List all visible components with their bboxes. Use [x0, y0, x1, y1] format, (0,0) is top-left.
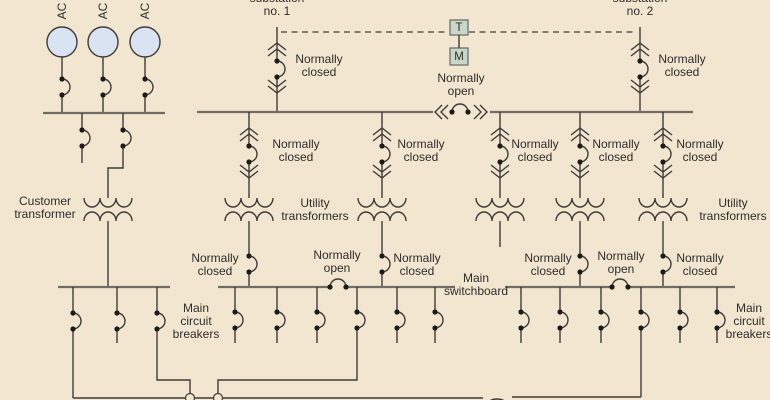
generator-breaker-1 [58, 75, 71, 99]
ac-label-3: AC [138, 2, 152, 20]
normally-closed-label-main-r2: Normally closed [676, 251, 724, 278]
feeder-breaker [597, 308, 610, 332]
substation1-label: substation no. 1 [250, 0, 305, 18]
feeder-breaker [637, 308, 650, 332]
ac-label-1: AC [55, 2, 69, 20]
switchboard-main-breaker-2 [378, 252, 391, 276]
normally-closed-label-feeder-2: Normally closed [397, 137, 445, 164]
feeder-breaker [676, 308, 689, 332]
normally-closed-label-main-l1: Normally closed [191, 251, 239, 278]
utility-transformer-2 [357, 197, 407, 222]
normally-closed-label-feeder-3: Normally closed [511, 137, 559, 164]
generator-breaker-3 [141, 75, 154, 99]
normally-open-label-main-right: Normally open [597, 249, 645, 276]
feeder-breaker [713, 308, 726, 332]
customer-hv-section [43, 111, 165, 287]
customer-lv-section [58, 285, 191, 398]
utility-transformer-4 [555, 197, 605, 222]
feeder-breaker [431, 308, 444, 332]
main-circuit-breakers-label-right: Main circuit breakers [725, 301, 770, 341]
switchboard-main-breaker-3 [576, 252, 589, 276]
bottom-node-1 [184, 392, 196, 400]
ac-generator-2 [87, 26, 119, 58]
utility-supply [267, 19, 650, 112]
normally-closed-label-sub2: Normally closed [658, 52, 706, 79]
bottom-device-arc [489, 398, 505, 400]
feeder-breaker [393, 308, 406, 332]
normally-closed-label-main-l2: Normally closed [393, 251, 441, 278]
t-box-label: T [455, 22, 463, 34]
feeder-breaker [556, 308, 569, 332]
customer-main-breaker-2 [113, 309, 126, 333]
ac-label-2: AC [96, 2, 110, 20]
ac-generator-1 [46, 26, 78, 58]
generator-breaker-2 [99, 75, 112, 99]
switchboard-main-breaker-4 [659, 252, 672, 276]
utility-transformers-label-right: Utility transformers [699, 196, 767, 223]
normally-closed-label-sub1: Normally closed [295, 52, 343, 79]
feeder-breaker [353, 308, 366, 332]
gen-bus-feeder-breaker-2 [119, 126, 132, 150]
customer-main-breaker-1 [69, 309, 82, 333]
customer-transformer-symbol [83, 197, 133, 222]
ac-generators [46, 26, 161, 113]
substation2-label: substation no. 2 [613, 0, 668, 18]
main-switchboard [217, 278, 735, 397]
utility-transformer-3 [475, 197, 525, 222]
main-circuit-breakers-label-left: Main circuit breakers [172, 301, 220, 341]
switchboard-main-breaker-1 [245, 252, 258, 276]
bottom-interconnection [73, 392, 641, 400]
utility-feeders [224, 112, 688, 287]
normally-closed-label-main-r1: Normally closed [524, 251, 572, 278]
normally-closed-label-feeder-4: Normally closed [592, 137, 640, 164]
normally-open-label-utility-tie: Normally open [437, 71, 485, 98]
normally-closed-label-feeder-1: Normally closed [272, 137, 320, 164]
feeder-breaker [273, 308, 286, 332]
main-switchboard-label: Main switchboard [443, 271, 509, 298]
feeder-breaker [517, 308, 530, 332]
utility-bus-tie-breaker [448, 103, 472, 116]
switchboard-tie-breaker-right [608, 278, 632, 291]
customer-transformer-label: Customer transformer [14, 194, 76, 221]
normally-closed-label-feeder-5: Normally closed [676, 137, 724, 164]
customer-main-breaker-3 [153, 309, 166, 333]
switchboard-tie-breaker-left [326, 278, 350, 291]
bottom-node-2 [212, 392, 224, 400]
gen-bus-feeder-breaker-1 [78, 126, 91, 150]
utility-buses [197, 103, 693, 120]
utility-transformers-label-left: Utility transformers [281, 196, 349, 223]
utility-transformer-5 [638, 197, 688, 222]
feeder-breaker [231, 308, 244, 332]
m-box-label: M [454, 51, 464, 63]
normally-open-label-main-left: Normally open [313, 248, 361, 275]
ac-generator-3 [129, 26, 161, 58]
tie-chevrons-left [434, 104, 449, 120]
tie-chevrons-right [473, 104, 488, 120]
feeder-breaker [313, 308, 326, 332]
utility-transformer-1 [224, 197, 274, 222]
